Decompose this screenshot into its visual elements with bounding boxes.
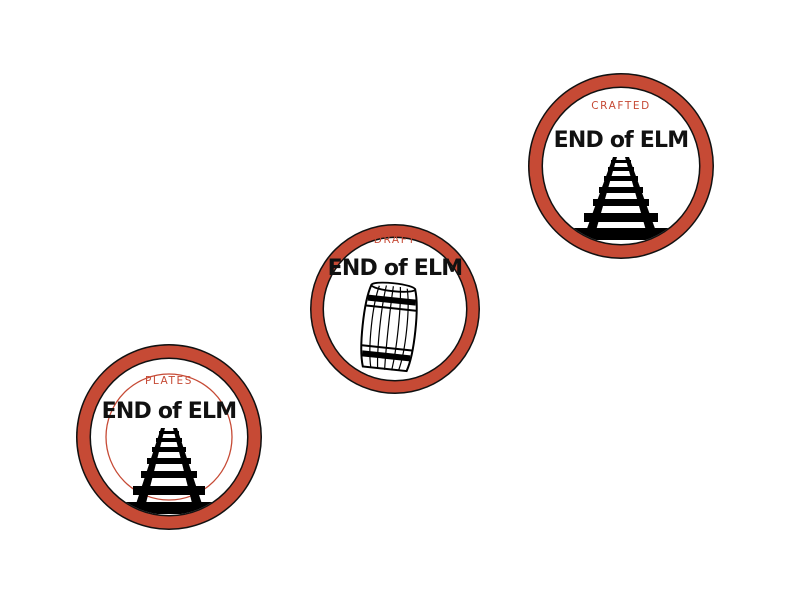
badge-subtitle: PLATES bbox=[145, 375, 193, 387]
badge-brand-name: END of ELM bbox=[554, 128, 689, 153]
badge-crafted: CRAFTED END of ELM bbox=[527, 72, 715, 260]
railroad-tracks-icon bbox=[571, 157, 671, 240]
badge-brand-name: END of ELM bbox=[328, 256, 463, 281]
badge-subtitle: DRAFT bbox=[374, 234, 416, 246]
badge-plates-graphic: PLATES END of ELM bbox=[76, 344, 262, 530]
badge-crafted-graphic: CRAFTED END of ELM bbox=[528, 73, 714, 259]
barrel-icon bbox=[360, 281, 418, 373]
badge-draft-graphic: DRAFT END of ELM bbox=[310, 224, 480, 394]
railroad-tracks-icon bbox=[121, 428, 217, 514]
badge-plates: PLATES END of ELM bbox=[75, 343, 263, 531]
badge-accent-circle bbox=[105, 373, 233, 501]
badge-brand-name: END of ELM bbox=[102, 399, 237, 424]
badge-face bbox=[543, 88, 699, 244]
badge-subtitle: CRAFTED bbox=[591, 100, 651, 112]
badge-face bbox=[91, 359, 247, 515]
badge-draft: DRAFT END of ELM bbox=[301, 224, 489, 394]
